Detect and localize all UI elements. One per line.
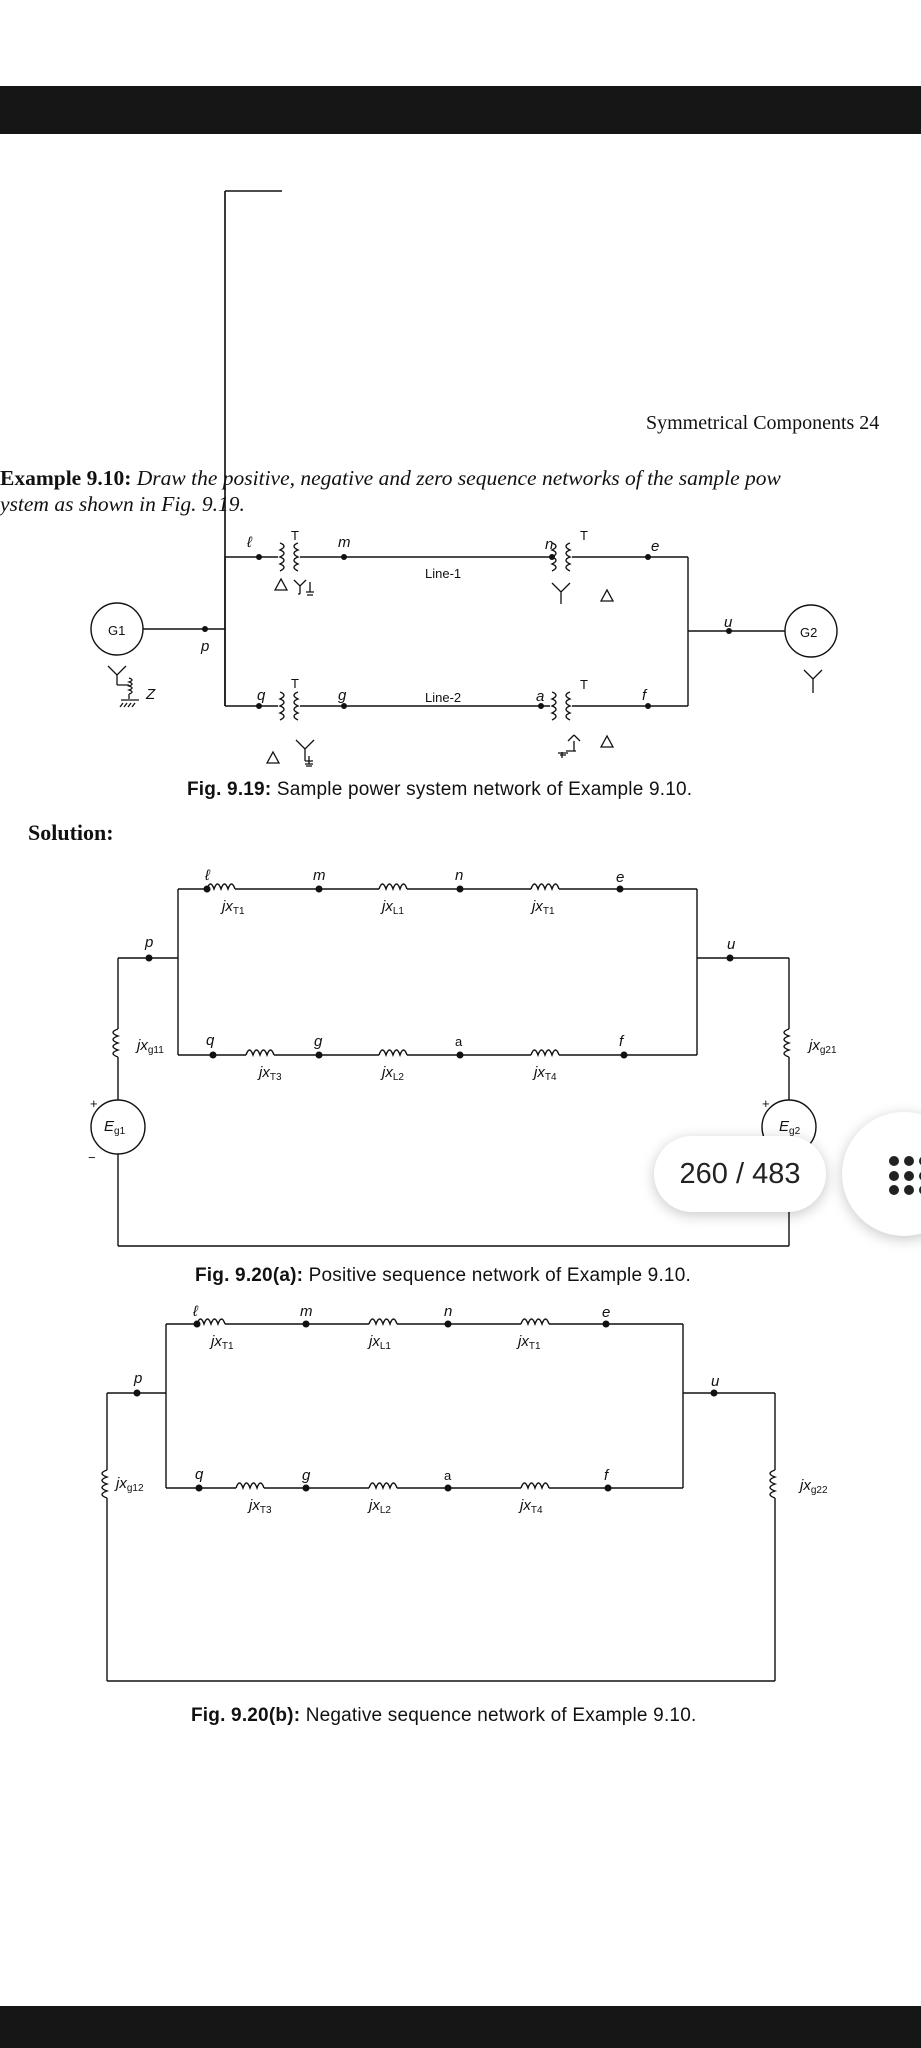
b-xT4: jxT4 xyxy=(518,1497,543,1516)
node-l: ℓ xyxy=(246,534,253,551)
a-node-a: a xyxy=(455,1034,463,1049)
b-xL1: jxL1 xyxy=(367,1333,391,1352)
fig-9-19-caption-label: Fig. 9.19: xyxy=(187,779,272,800)
bottom-bar xyxy=(0,2006,921,2048)
a-node-u: u xyxy=(727,936,736,953)
a-minus-left: − xyxy=(88,1150,96,1165)
a-xT1b: jxT1 xyxy=(530,898,555,917)
a-node-g: g xyxy=(314,1033,323,1050)
a-node-m: m xyxy=(313,867,326,884)
node-p: p xyxy=(200,638,209,655)
a-eg2: Eg2 xyxy=(779,1118,801,1137)
a-node-q: q xyxy=(206,1032,215,1049)
t3-label: T xyxy=(291,676,299,691)
example-label: Example 9.10: xyxy=(0,466,132,490)
b-node-g: g xyxy=(302,1467,311,1484)
fig-9-19-caption: Fig. 9.19: Sample power system network o… xyxy=(187,779,692,801)
a-xL2: jxL2 xyxy=(380,1064,404,1083)
node-e: e xyxy=(651,538,659,555)
fig-9-20b-caption-text: Negative sequence network of Example 9.1… xyxy=(300,1705,697,1726)
t2a-label: T xyxy=(291,528,299,543)
node-a: a xyxy=(536,688,544,705)
node-f: f xyxy=(642,687,648,704)
example-text-line1: Draw the positive, negative and zero seq… xyxy=(136,466,781,490)
a-node-l: ℓ xyxy=(204,867,211,884)
fig-9-20b-caption-label: Fig. 9.20(b): xyxy=(191,1705,301,1726)
b-xT1b: jxT1 xyxy=(516,1333,541,1352)
zg-label: Z xyxy=(145,686,156,703)
g2-label: G2 xyxy=(800,625,817,640)
example-statement: Example 9.10: Draw the positive, negativ… xyxy=(0,465,921,517)
b-node-u: u xyxy=(711,1373,720,1390)
line2-label: Line-2 xyxy=(425,690,461,705)
node-q: q xyxy=(257,687,266,704)
a-node-n: n xyxy=(455,867,463,884)
line1-label: Line-1 xyxy=(425,566,461,581)
b-xg12: jxg12 xyxy=(114,1475,144,1494)
example-text-line2: ystem as shown in Fig. 9.19. xyxy=(0,492,245,516)
t4-label: T xyxy=(580,677,588,692)
node-n: n xyxy=(545,536,553,553)
a-plus-right: + xyxy=(762,1096,770,1111)
b-node-q: q xyxy=(195,1466,204,1483)
b-node-n: n xyxy=(444,1303,452,1320)
a-eg1: Eg1 xyxy=(104,1118,126,1137)
solution-heading: Solution: xyxy=(28,820,114,845)
a-xT3: jxT3 xyxy=(257,1064,282,1083)
fig-9-20b-diagram: ℓ m n e q g a f p u jxT1 jxL1 jxT1 jxT3 … xyxy=(101,1303,828,1682)
a-node-f: f xyxy=(619,1033,625,1050)
b-node-f: f xyxy=(604,1467,610,1484)
b-node-m: m xyxy=(300,1303,313,1320)
fig-9-20a-diagram: ℓ m n e q g a f p u jxT1 jxL1 jxT1 jxT3 … xyxy=(88,867,837,1247)
a-xL1: jxL1 xyxy=(380,898,404,917)
b-xg22: jxg22 xyxy=(798,1477,828,1496)
fig-9-20a-caption-text: Positive sequence network of Example 9.1… xyxy=(303,1265,691,1286)
b-xL2: jxL2 xyxy=(367,1497,391,1516)
a-node-e: e xyxy=(616,869,624,886)
fig-9-20a-caption-label: Fig. 9.20(a): xyxy=(195,1265,304,1286)
b-xT1a: jxT1 xyxy=(209,1333,234,1352)
top-toolbar xyxy=(0,86,921,134)
t2b-label: T xyxy=(580,528,588,543)
running-head: Symmetrical Components 24 xyxy=(646,412,880,434)
b-node-a: a xyxy=(444,1468,452,1483)
b-node-l: ℓ xyxy=(192,1303,199,1320)
grid-icon xyxy=(889,1156,921,1196)
fig-9-20a-caption: Fig. 9.20(a): Positive sequence network … xyxy=(195,1265,691,1287)
node-g: g xyxy=(338,687,347,704)
fig-9-20b-caption: Fig. 9.20(b): Negative sequence network … xyxy=(191,1705,696,1727)
a-node-p: p xyxy=(144,934,153,951)
a-xT1a: jxT1 xyxy=(220,898,245,917)
b-xT3: jxT3 xyxy=(247,1497,272,1516)
b-node-p: p xyxy=(133,1370,142,1387)
page-indicator[interactable]: 260 / 483 xyxy=(654,1136,826,1212)
g1-label: G1 xyxy=(108,623,125,638)
a-xg11: jxg11 xyxy=(135,1037,164,1056)
b-node-e: e xyxy=(602,1304,610,1321)
fig-9-19-caption-text: Sample power system network of Example 9… xyxy=(271,779,693,800)
a-xT4: jxT4 xyxy=(532,1064,557,1083)
a-plus-left: + xyxy=(90,1096,98,1111)
fig-9-19-diagram: G1 G2 Z p ℓ m n e q g a f u Line-1 Line-… xyxy=(90,190,838,767)
a-xg21: jxg21 xyxy=(807,1037,837,1056)
node-m: m xyxy=(338,534,351,551)
node-u: u xyxy=(724,614,733,631)
